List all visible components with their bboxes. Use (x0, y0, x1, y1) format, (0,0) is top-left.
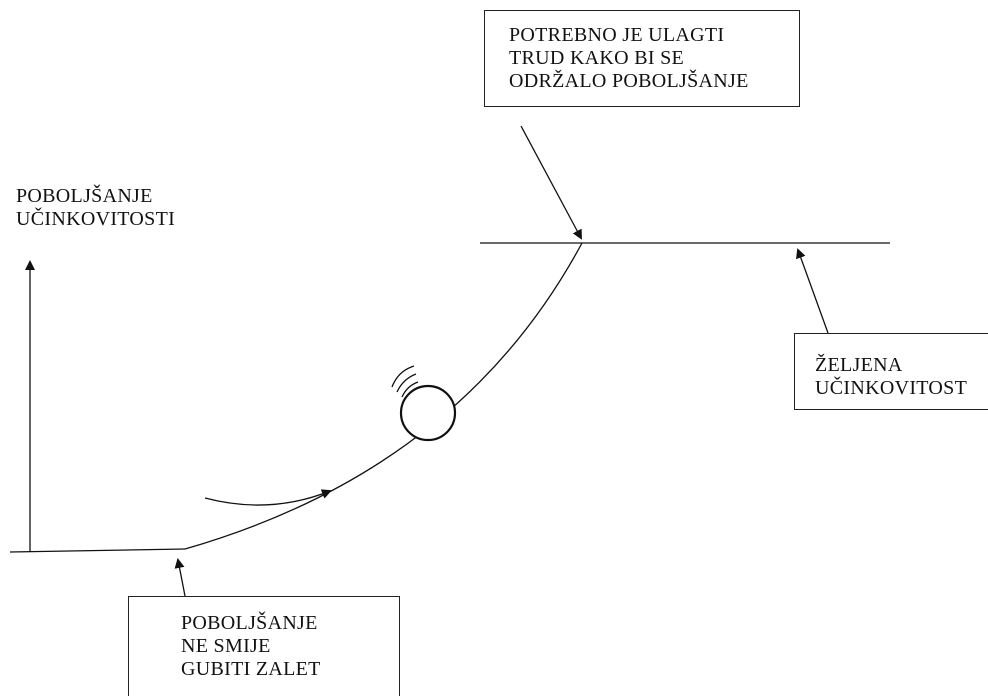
bottom-callout-line-2: NE SMIJE (181, 635, 271, 657)
top-callout-pointer (520, 125, 582, 240)
ball-motion-line-2 (396, 373, 417, 393)
y-axis-label-line-2: UČINKOVITOSTI (16, 208, 176, 230)
bottom-callout-line-1: POBOLJŠANJE (181, 612, 318, 634)
bottom-callout-text: POBOLJŠANJE NE SMIJE GUBITI ZALET (181, 612, 321, 681)
right-callout-box: ŽELJENA UČINKOVITOST (794, 333, 988, 410)
top-callout-line-2: TRUD KAKO BI SE (509, 47, 685, 69)
bottom-callout-line-3: GUBITI ZALET (181, 658, 321, 680)
ball-icon (399, 384, 457, 442)
baseline-line (9, 548, 186, 553)
ball-motion-line-1 (391, 365, 415, 388)
right-callout-line-1: ŽELJENA (815, 354, 903, 376)
ball-motion-line-3 (401, 381, 419, 398)
right-callout-text: ŽELJENA UČINKOVITOST (815, 354, 967, 400)
y-axis-label-line-1: POBOLJŠANJE (16, 185, 153, 207)
improvement-curve (184, 242, 583, 550)
bottom-callout-box: POBOLJŠANJE NE SMIJE GUBITI ZALET (128, 596, 400, 696)
right-callout-line-2: UČINKOVITOST (815, 377, 968, 399)
top-callout-line-1: POTREBNO JE ULAGTI (509, 24, 725, 46)
y-axis-label: POBOLJŠANJE UČINKOVITOSTI (16, 185, 175, 231)
bottom-callout-pointer (174, 558, 186, 597)
top-callout-line-3: ODRŽALO POBOLJŠANJE (509, 70, 749, 92)
top-callout-box: POTREBNO JE ULAGTI TRUD KAKO BI SE ODRŽA… (484, 10, 800, 107)
motion-arrow (204, 489, 332, 506)
right-callout-pointer (796, 248, 829, 334)
top-callout-text: POTREBNO JE ULAGTI TRUD KAKO BI SE ODRŽA… (509, 24, 749, 93)
